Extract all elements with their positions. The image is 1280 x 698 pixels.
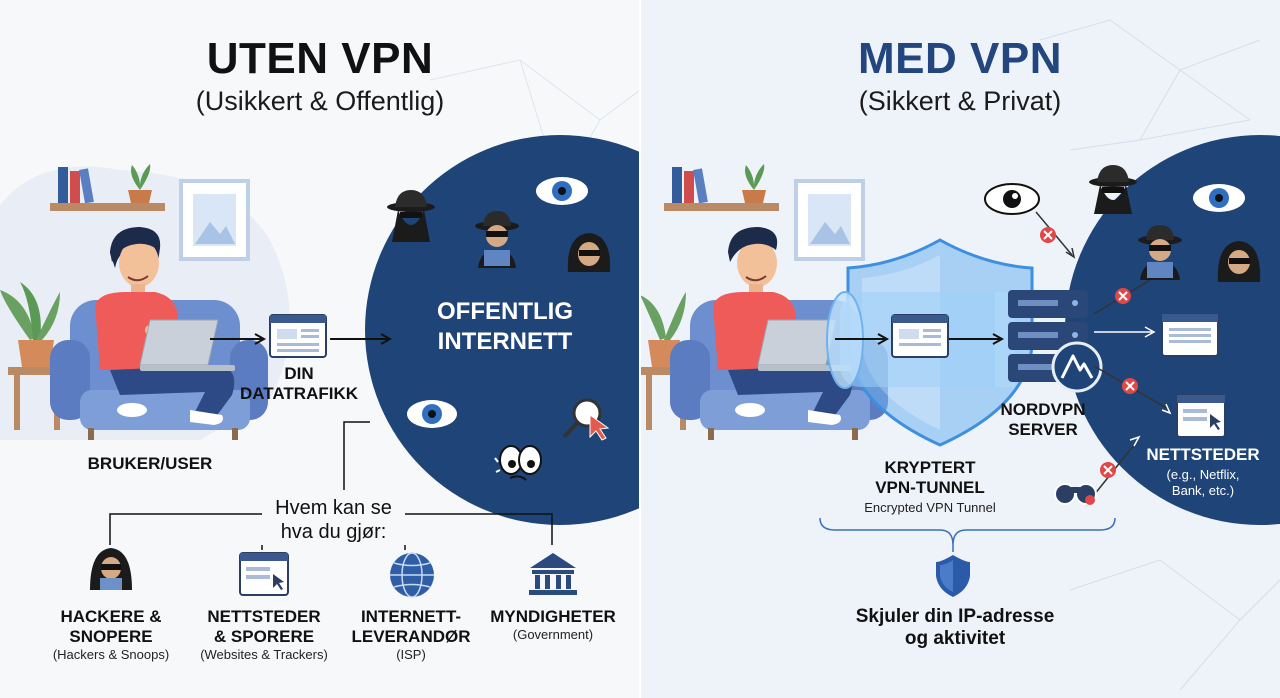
picture-frame-icon: [794, 179, 865, 261]
allowed-paths: [1094, 326, 1172, 447]
panel-with-vpn: MED VPN (Sikkert & Privat) KRYPTERT VPN-…: [640, 0, 1280, 698]
government-building-icon: [529, 553, 577, 595]
watcher-websites: NETTSTEDER & SPORERE (Websites & Tracker…: [200, 607, 328, 662]
page-subtitle: (Usikkert & Offentlig): [195, 86, 445, 116]
watcher-government: MYNDIGHETER (Government): [490, 607, 616, 642]
browser-window-icon: [269, 314, 327, 358]
page-title: UTEN VPN: [206, 34, 434, 83]
traffic-arrow: [210, 333, 393, 345]
tunnel-arrow: [835, 333, 1005, 345]
browser-window-icon: [1161, 313, 1219, 357]
panel-without-vpn: UTEN VPN (Usikkert & Offentlig) OFFENTLI…: [0, 34, 640, 662]
hooded-hacker-icon: [1217, 241, 1261, 282]
hooded-hacker-icon: [567, 233, 611, 272]
spy-hat-icon: [387, 190, 435, 242]
bookshelf: [664, 164, 779, 211]
blocked-icon: [1040, 227, 1056, 243]
browser-window-icon: [891, 314, 949, 358]
panel-divider: [639, 0, 641, 698]
page-title: MED VPN: [858, 34, 1062, 83]
laptop-icon: [757, 319, 853, 371]
traffic-label: DIN DATATRAFIKK: [239, 364, 359, 403]
peeking-eyes-icon: [494, 445, 542, 481]
hacker-laptop-icon: [1138, 225, 1182, 280]
left-illustration: [0, 59, 640, 598]
page-subtitle: (Sikkert & Privat): [858, 86, 1062, 116]
eye-icon: [984, 183, 1040, 215]
watcher-hackers: HACKERE & SNOPERE (Hackers & Snoops): [52, 607, 170, 662]
browser-window-icon: [1176, 394, 1226, 438]
hides-ip-caption: Skjuler din IP-adresse og aktivitet: [855, 606, 1055, 649]
who-can-see-question: Hvem kan se hva du gjør:: [275, 497, 392, 543]
spy-hat-icon: [1089, 165, 1137, 214]
eye-icon: [407, 400, 457, 428]
eye-icon: [536, 177, 588, 205]
globe-icon: [390, 552, 434, 598]
hacker-laptop-icon: [475, 211, 519, 268]
tunnel-label: KRYPTERT VPN-TUNNEL Encrypted VPN Tunnel: [864, 458, 996, 515]
cloud-label: OFFENTLIG INTERNETT: [437, 298, 573, 355]
binoculars-icon: [1054, 483, 1097, 505]
shield-icon: [936, 555, 970, 597]
right-illustration: [640, 19, 1280, 691]
hacker-icon: [90, 548, 132, 590]
laptop-icon: [139, 319, 235, 371]
magnifier-cursor-icon: [562, 398, 610, 441]
summary-brace: [819, 517, 1116, 552]
server-icon: [1008, 290, 1088, 382]
watcher-connectors: [109, 421, 553, 550]
bookshelf: [50, 164, 165, 211]
eye-icon: [1193, 184, 1245, 212]
user-label: BRUKER/USER: [87, 454, 213, 473]
blocked-icon: [1122, 378, 1138, 394]
websites-label: NETTSTEDER (e.g., Netflix, Bank, etc.): [1146, 445, 1260, 498]
blocked-icon: [1115, 288, 1131, 304]
network-lines: [1039, 19, 1280, 691]
watcher-isp: INTERNETT- LEVERANDØR (ISP): [351, 607, 471, 662]
browser-window-icon: [239, 552, 289, 596]
picture-frame-icon: [179, 179, 250, 261]
nordvpn-logo-icon: [1051, 341, 1103, 393]
blocked-icon: [1100, 462, 1116, 478]
server-label: NORDVPN SERVER: [1000, 400, 1086, 439]
